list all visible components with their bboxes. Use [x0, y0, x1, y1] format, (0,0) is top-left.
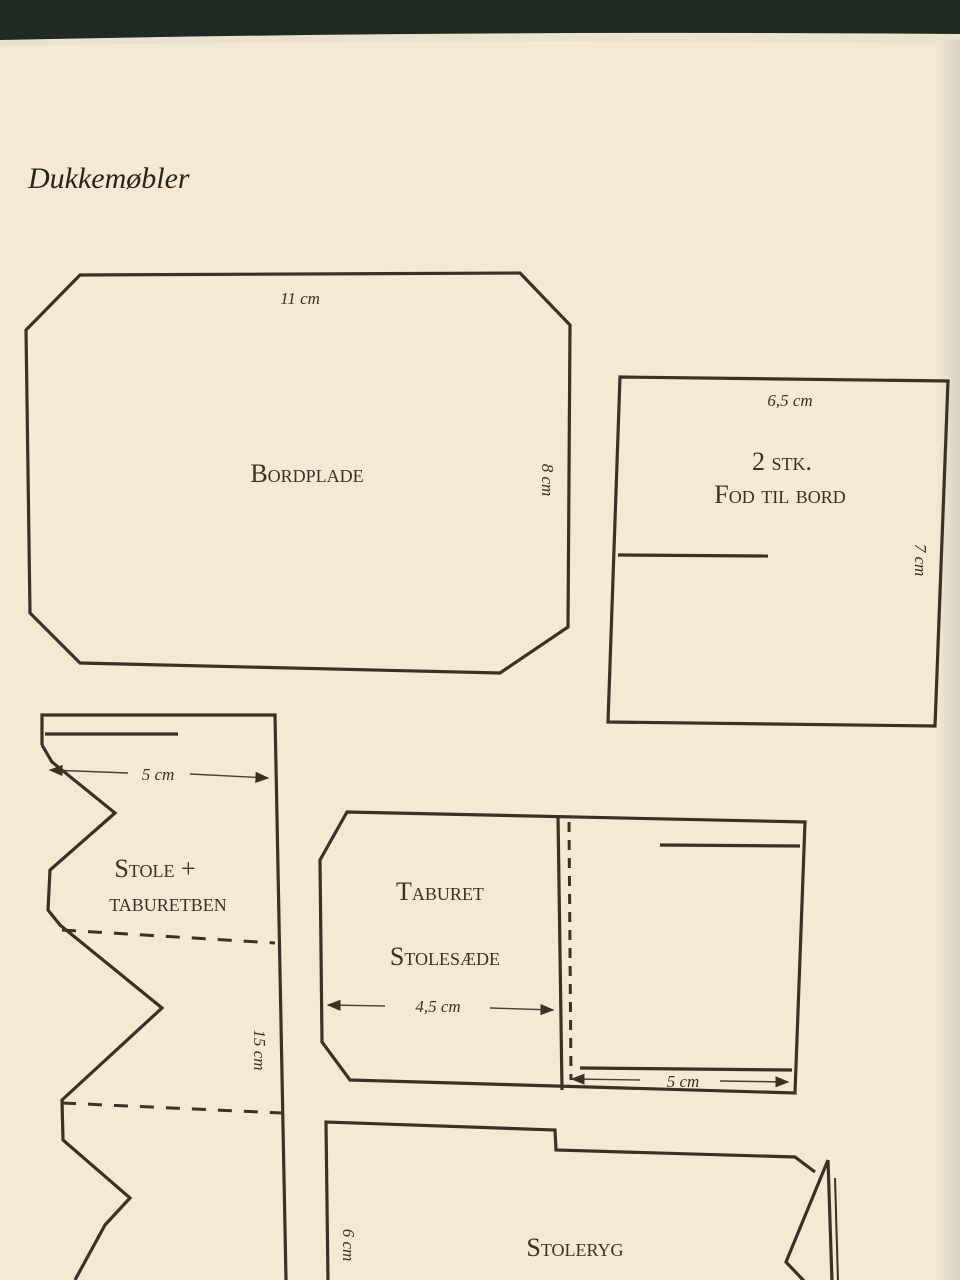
piece-stoleryg: 6 cm Stoleryg: [324, 1120, 839, 1280]
ben-label-line2: taburetben: [109, 888, 227, 917]
ben-width-arrow-left: [48, 764, 129, 777]
stolesaede-label: Stolesæde: [390, 942, 500, 971]
bordplade-label: Bordplade: [250, 459, 363, 488]
fod-label: Fod til bord: [714, 480, 845, 509]
fod-outline: [606, 375, 950, 728]
piece-fod-til-bord: 6,5 cm 2 stk. Fod til bord 7 cm: [606, 375, 950, 728]
taburet-label: Taburet: [396, 877, 484, 906]
stoleryg-label: Stoleryg: [526, 1233, 623, 1262]
fod-count-label: 2 stk.: [752, 447, 812, 476]
fod-width-label: 6,5 cm: [767, 391, 812, 410]
taburet-width-left-label: 4,5 cm: [415, 997, 460, 1016]
page-right-edge-shadow: [935, 40, 960, 1280]
ben-width-arrow-right: [189, 771, 270, 783]
stoleryg-right-edge-inner: [834, 1177, 839, 1280]
taburet-width-right-label: 5 cm: [667, 1072, 700, 1091]
ben-width-label: 5 cm: [142, 765, 175, 784]
page-title: Dukkemøbler: [27, 162, 190, 195]
taburet-divider-line: [556, 814, 564, 1091]
page-top-edge: [0, 32, 960, 46]
ben-outline-top-right: [40, 713, 288, 1280]
taburet-slit-top: [659, 843, 801, 848]
ben-fold-line-1: [61, 928, 276, 945]
taburet-arrow-left-a: [326, 999, 386, 1011]
ben-fold-line-2: [61, 1101, 283, 1115]
ben-label-line1: Stole +: [114, 854, 195, 883]
fod-height-label: 7 cm: [911, 544, 930, 577]
taburet-fold-line: [567, 821, 573, 1081]
piece-bordplade: 11 cm Bordplade 8 cm: [24, 271, 572, 675]
taburet-arrow-left-b: [489, 1004, 555, 1016]
stoleryg-height-label: 6 cm: [339, 1229, 358, 1262]
bordplade-height-label: 8 cm: [538, 464, 557, 497]
piece-taburet-stolesaede: 4,5 cm 5 cm Taburet Stolesæde: [318, 810, 807, 1095]
bordplade-width-label: 11 cm: [280, 289, 320, 308]
ben-height-label: 15 cm: [250, 1029, 269, 1070]
stoleryg-right-edge: [826, 1159, 834, 1280]
taburet-arrow-right-b: [719, 1076, 790, 1088]
stoleryg-outline: [324, 1120, 816, 1280]
taburet-arrow-right-a: [570, 1073, 641, 1085]
ben-zigzag-edge: [40, 744, 165, 1280]
stoleryg-triangle-edge: [784, 1159, 830, 1280]
bordplade-outline: [24, 271, 572, 675]
taburet-slit-bottom: [579, 1066, 793, 1072]
piece-stole-taburetben: 5 cm Stole + taburetben 15 cm: [40, 713, 288, 1280]
taburet-outline: [318, 810, 807, 1095]
fod-slit-line: [617, 553, 769, 558]
